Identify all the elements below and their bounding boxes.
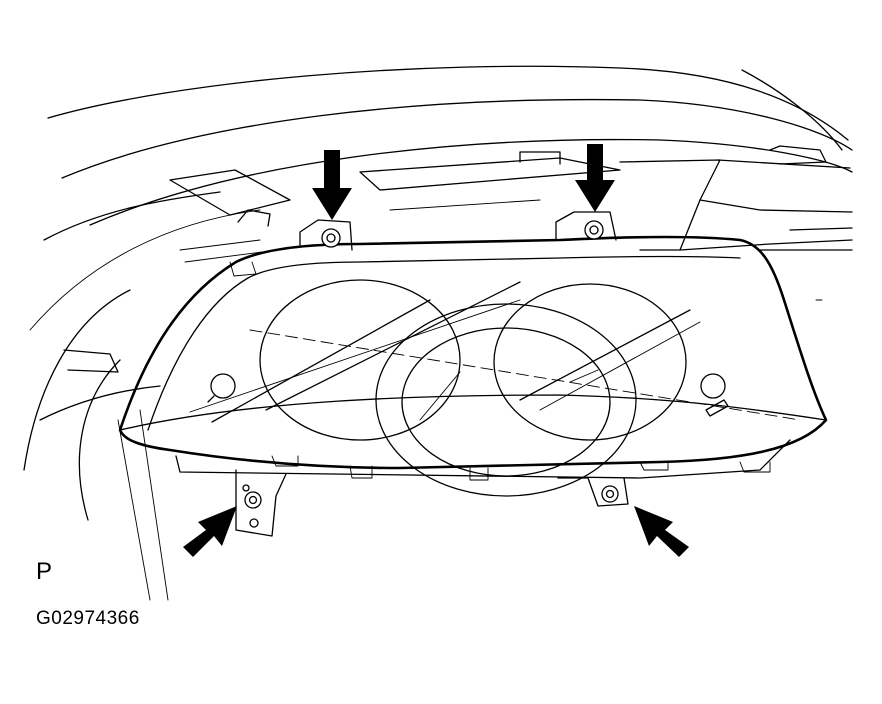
- instrument-cluster: [118, 235, 828, 497]
- callout-arrows: [183, 144, 689, 557]
- dashboard-background: [23, 65, 853, 601]
- mounting-tabs: [235, 211, 629, 537]
- figure-id-label: G02974366: [36, 608, 140, 629]
- arrow-up-right-icon: [183, 506, 237, 557]
- arrow-down-icon: [575, 144, 615, 212]
- arrow-up-left-icon: [634, 506, 689, 557]
- view-letter-label: P: [36, 558, 53, 585]
- arrow-down-icon: [312, 150, 352, 220]
